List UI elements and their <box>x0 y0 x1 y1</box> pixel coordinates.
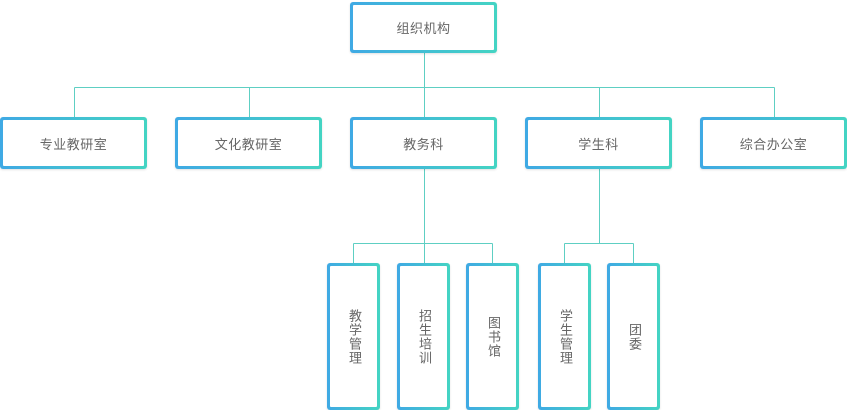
node-label: 团委 <box>610 266 657 407</box>
node-dept-general-office: 综合办公室 <box>700 117 847 169</box>
node-dept-student-affairs: 学生科 <box>525 117 672 169</box>
node-label: 学生科 <box>528 120 669 166</box>
node-unit-student-management: 学生管理 <box>538 263 591 410</box>
node-unit-youth-league: 团委 <box>607 263 660 410</box>
node-unit-teaching-management: 教学管理 <box>327 263 380 410</box>
node-label: 综合办公室 <box>703 120 844 166</box>
node-dept-academic-affairs: 教务科 <box>350 117 497 169</box>
node-label: 学生管理 <box>541 266 588 407</box>
node-label: 专业教研室 <box>3 120 144 166</box>
node-label: 图书馆 <box>469 266 516 407</box>
node-dept-culture: 文化教研室 <box>175 117 322 169</box>
node-root: 组织机构 <box>350 2 497 53</box>
node-label: 教务科 <box>353 120 494 166</box>
node-label: 招生培训 <box>400 266 447 407</box>
node-unit-library: 图书馆 <box>466 263 519 410</box>
node-label: 文化教研室 <box>178 120 319 166</box>
node-label: 教学管理 <box>330 266 377 407</box>
node-dept-professional: 专业教研室 <box>0 117 147 169</box>
node-root-label: 组织机构 <box>353 5 494 50</box>
node-unit-enrollment-training: 招生培训 <box>397 263 450 410</box>
